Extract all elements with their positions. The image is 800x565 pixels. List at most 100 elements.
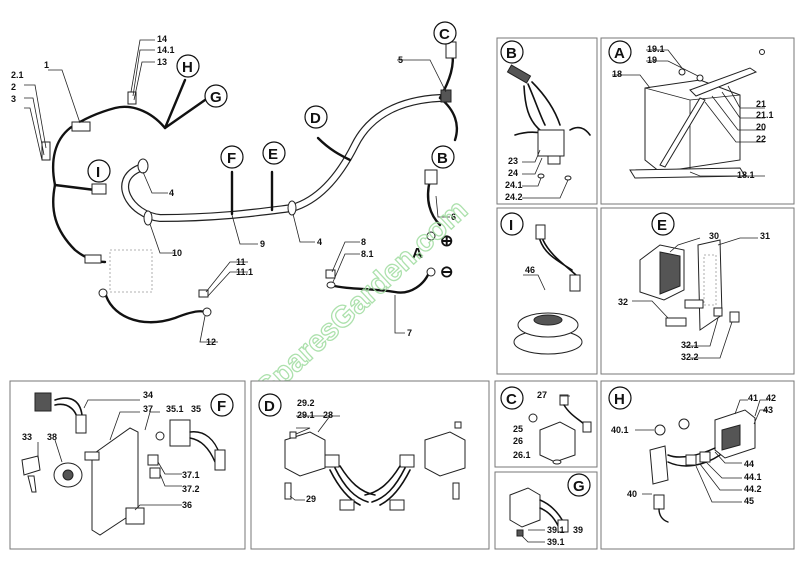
- callout-35-1: 35.1: [166, 404, 184, 414]
- panel-I: I 46: [496, 207, 598, 375]
- callout-32-2: 32.2: [681, 352, 699, 362]
- callout-8-1: 8.1: [361, 249, 374, 259]
- harness-branch-HG: [163, 78, 207, 130]
- panel-B-letter: B: [506, 45, 517, 62]
- callout-23: 23: [508, 156, 518, 166]
- harness-upper-wire: [51, 105, 167, 187]
- callout-46: 46: [525, 265, 535, 275]
- rocker-switch: [34, 392, 52, 412]
- panel-D-letter: D: [264, 398, 275, 415]
- switch-connector: [75, 414, 87, 434]
- callout-2-1: 2.1: [11, 70, 24, 80]
- callout-5: 5: [398, 55, 403, 65]
- callout-21-1: 21.1: [756, 110, 774, 120]
- screw-32b: [684, 299, 704, 309]
- battery-tray: [629, 167, 746, 179]
- callout-26-1: 26.1: [513, 450, 531, 460]
- leader-lines: [24, 39, 450, 343]
- plug-left: [339, 499, 355, 511]
- callout-7: 7: [407, 328, 412, 338]
- callout-45: 45: [744, 496, 754, 506]
- nut-29-2b: [454, 421, 462, 429]
- letter-H: H: [182, 59, 193, 76]
- callout-37-2: 37.2: [182, 484, 200, 494]
- callout-21: 21: [756, 99, 766, 109]
- callout-3: 3: [11, 94, 16, 104]
- regulator-plug: [557, 519, 569, 533]
- nut-24-2: [564, 175, 572, 181]
- callout-26: 26: [513, 436, 523, 446]
- callout-11: 11: [236, 257, 246, 267]
- nut-19-1: [696, 74, 704, 82]
- connector-letter-badges: C H G D F E I B A ⊕ ⊖: [87, 21, 457, 281]
- relay-tab: [547, 155, 561, 165]
- callout-27: 27: [537, 390, 547, 400]
- ignition-keys: [21, 455, 41, 493]
- clutch-hub: [533, 314, 563, 326]
- plug-body: [506, 64, 532, 84]
- callout-37: 37: [143, 404, 153, 414]
- panel-H: H 41 42 43 40.1 44 44.1 44.2 45 40: [600, 380, 795, 550]
- nut-37-1: [147, 454, 159, 466]
- callout-2: 2: [11, 82, 16, 92]
- callout-19-1: 19.1: [647, 44, 665, 54]
- callout-22: 22: [756, 134, 766, 144]
- nut-39-1: [516, 529, 524, 537]
- callout-40: 40: [627, 489, 637, 499]
- callout-1: 1: [44, 60, 49, 70]
- washer-40-1b: [678, 418, 690, 430]
- panel-F: F 34 37 35.1 35 33 38 37.1 37.2 36: [9, 380, 246, 550]
- callout-14: 14: [157, 34, 167, 44]
- switch-face: [659, 251, 681, 295]
- panel-B-wires: [514, 81, 591, 139]
- callout-33: 33: [22, 432, 32, 442]
- panel-E: E 30 31 32 32.1 32.2: [600, 207, 795, 375]
- callout-34: 34: [143, 390, 153, 400]
- panel-D: D 29.2 29.1 28 29: [250, 380, 490, 550]
- relay-socket-left: [324, 454, 340, 468]
- callout-24-1: 24.1: [505, 180, 523, 190]
- earth-lead: [103, 290, 207, 324]
- relay-harness: [329, 465, 411, 506]
- bolt-29b: [452, 482, 460, 500]
- nut-29-2: [289, 431, 297, 439]
- callout-4a: 4: [169, 188, 174, 198]
- callout-44-2: 44.2: [744, 484, 762, 494]
- callout-13: 13: [157, 57, 167, 67]
- letter-D: D: [310, 110, 321, 127]
- callout-31: 31: [760, 231, 770, 241]
- connector-2: [41, 141, 51, 161]
- clip-4a: [137, 158, 149, 174]
- clutch-wire: [539, 239, 577, 276]
- watermark: SparesGarden.com: [250, 193, 474, 405]
- ring-terminal-lower: [98, 288, 108, 298]
- screw-32: [665, 317, 687, 327]
- connector-I-plug: [535, 224, 546, 240]
- callout-39: 39: [573, 525, 583, 535]
- cap-11: [198, 289, 209, 298]
- connector-I: [91, 183, 107, 195]
- connector-C: [445, 41, 457, 59]
- callout-9: 9: [260, 239, 265, 249]
- callout-18: 18: [612, 69, 622, 79]
- battery-plus-lead: [426, 178, 442, 227]
- callout-40-1: 40.1: [611, 425, 629, 435]
- connector-27b: [582, 421, 592, 433]
- terminal-8: [325, 269, 336, 279]
- panel-B: B 23 24 24.1 24.2: [496, 37, 598, 205]
- panel-H-letter: H: [614, 391, 625, 408]
- nut-small: [759, 49, 765, 55]
- callout-14-1: 14.1: [157, 45, 175, 55]
- nut-32-2: [729, 311, 740, 323]
- connector-B: [424, 169, 438, 185]
- callout-20: 20: [756, 122, 766, 132]
- callout-38: 38: [47, 432, 57, 442]
- callout-29: 29: [306, 494, 316, 504]
- nut-24-1: [537, 173, 545, 179]
- callout-44: 44: [744, 459, 754, 469]
- relay-socket-right: [399, 454, 415, 468]
- grommet: [440, 89, 452, 103]
- nut-37-2: [149, 467, 161, 479]
- panel-C-letter: C: [506, 391, 517, 408]
- ring-terminal-12: [202, 307, 212, 317]
